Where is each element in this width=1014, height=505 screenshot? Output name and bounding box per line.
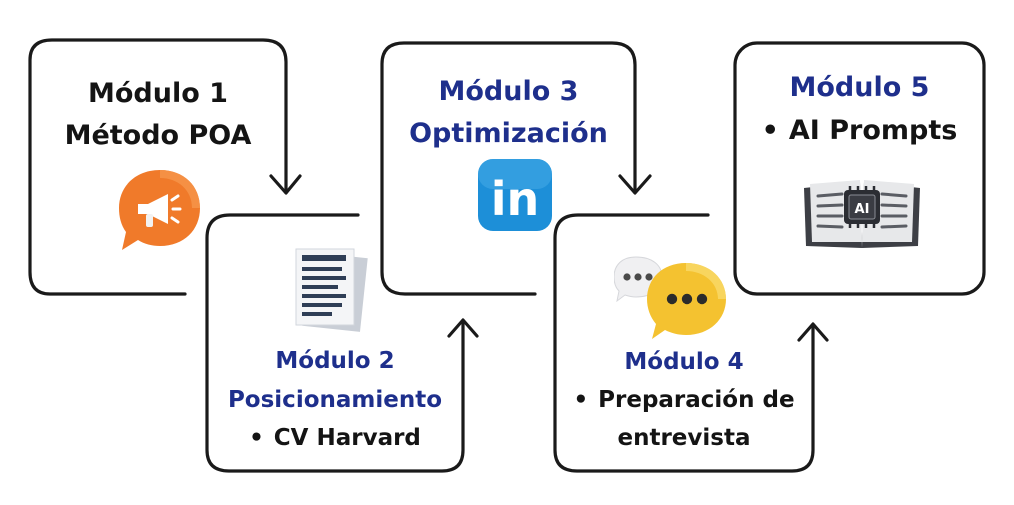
module-2-title: Módulo 2	[275, 348, 395, 374]
ai-chip-text: AI	[855, 202, 870, 217]
module-5-title: Módulo 5	[789, 72, 930, 103]
module-1-subtitle: Método POA	[64, 120, 252, 151]
linkedin-icon: in	[478, 159, 552, 231]
module-5-bullet: AI Prompts	[735, 117, 984, 144]
arrow-4-head	[797, 322, 829, 342]
arrow-1-head	[269, 174, 302, 195]
arrow-2-head	[447, 318, 479, 338]
module-2-bullet: CV Harvard	[207, 427, 463, 450]
ai-book-icon: AI	[804, 180, 920, 248]
box-4-outline	[553, 213, 815, 473]
box-1-outline	[28, 38, 288, 296]
module-4-bullet-line2: entrevista	[617, 425, 751, 451]
box-3-outline	[380, 41, 637, 296]
box-5-outline	[733, 41, 986, 296]
chat-bubbles-icon	[614, 256, 726, 339]
module-1-title: Módulo 1	[88, 78, 228, 109]
module-2-subtitle: Posicionamiento	[227, 387, 443, 413]
arrow-3-head	[618, 174, 652, 195]
box-2-outline	[205, 213, 465, 473]
module-4-bullet-line1: Preparación de	[555, 389, 813, 412]
module-3-subtitle: Optimización	[409, 118, 608, 149]
module-4-title: Módulo 4	[624, 349, 744, 375]
document-icon	[295, 248, 368, 332]
module-3-title: Módulo 3	[438, 76, 579, 107]
megaphone-icon	[119, 170, 200, 250]
linkedin-icon-text: in	[491, 172, 540, 226]
